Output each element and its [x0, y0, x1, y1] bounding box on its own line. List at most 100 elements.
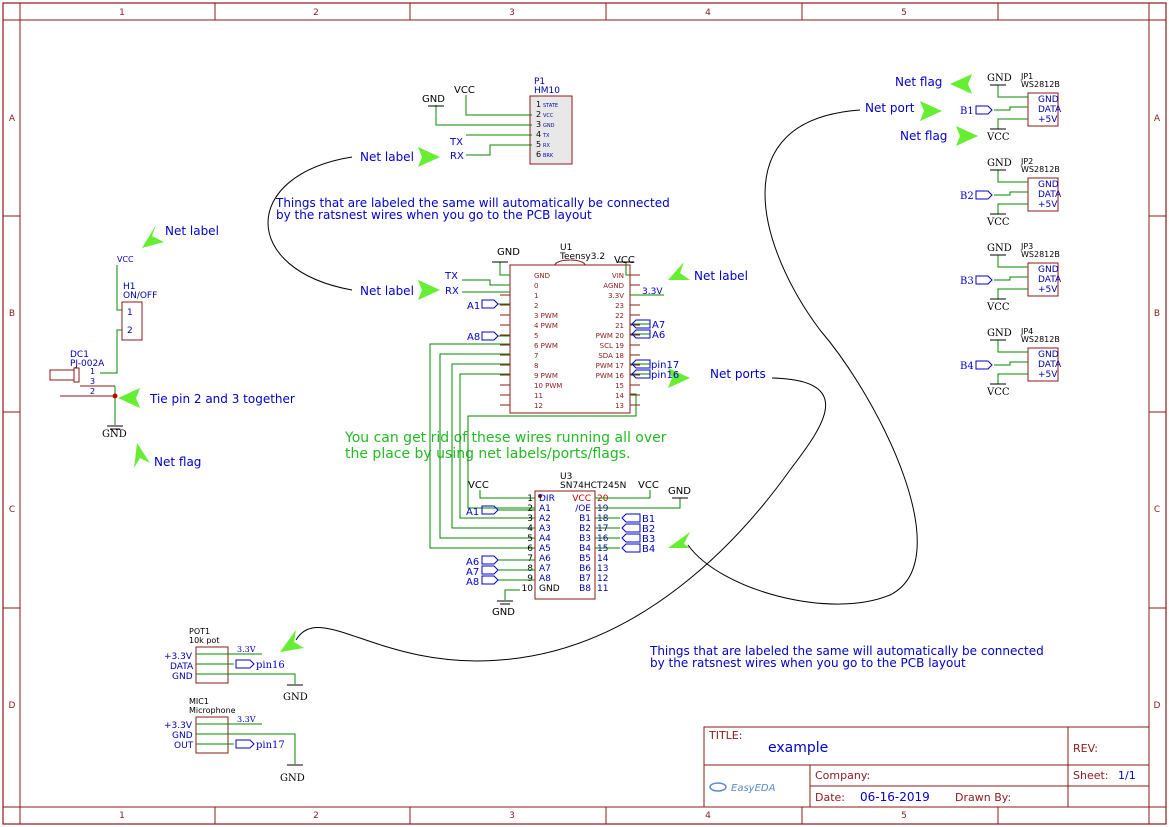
ws2812b-pin-label: +5V: [1038, 285, 1058, 295]
svg-text:OUT: OUT: [174, 741, 194, 751]
col-label: 5: [901, 8, 907, 18]
u1-pin-label: AGND: [603, 282, 624, 290]
component-name: WS2812B: [1021, 250, 1060, 259]
b4-net-port: B4: [960, 361, 974, 372]
ws2812b-pin-label: +5V: [1038, 370, 1058, 380]
net-label-note: Net label: [694, 269, 748, 283]
gnd-flag: GND: [987, 158, 1012, 169]
col-label: 3: [509, 8, 515, 18]
u1-pin-label: 1: [534, 292, 538, 300]
power-switch-h1: VCC H1 ON/OFF 1 2: [100, 255, 157, 374]
a6-net-port: A6: [466, 557, 479, 568]
row-label: A: [9, 114, 16, 124]
u1-pin-label: 8: [534, 362, 538, 370]
vcc-flag: VCC: [454, 85, 475, 96]
row-label: D: [9, 701, 16, 711]
u1-pin-label: VIN: [612, 272, 624, 280]
ws2812b-pin-label: GND: [1038, 180, 1059, 190]
svg-text:STATE: STATE: [543, 103, 558, 109]
row-label: A: [1154, 114, 1161, 124]
row-label: C: [1154, 505, 1160, 515]
a8-net-port: A8: [467, 332, 480, 343]
u3-pin-name: A2: [539, 514, 551, 524]
hm10-module: P1 HM10 1 2 3 4 5 6 STATE VCC GND TX RX …: [529, 77, 573, 165]
col-label: 1: [119, 811, 125, 821]
svg-text:RX: RX: [543, 143, 550, 149]
col-label: 5: [901, 811, 907, 821]
col-label: 2: [313, 811, 319, 821]
a6-net-port: A6: [652, 330, 665, 341]
drawn-by-label: Drawn By:: [955, 791, 1011, 804]
svg-text:BRK: BRK: [543, 153, 554, 159]
u3-pin-name: B4: [579, 544, 591, 554]
v33-net-label: 3.3V: [642, 287, 663, 297]
component-name: HM10: [534, 86, 560, 96]
title-label: TITLE:: [708, 729, 742, 742]
col-label: 4: [705, 8, 711, 18]
component-name: Microphone: [189, 706, 236, 715]
arrow-icon: [418, 147, 440, 167]
u3-pin-number: 11: [597, 584, 608, 594]
u3-pin-number: 5: [527, 534, 533, 544]
wires-note: the place by using net labels/ports/flag…: [345, 446, 630, 462]
svg-text:1: 1: [127, 308, 133, 318]
net-flag-note: Net flag: [900, 129, 947, 143]
u1-pin-label: 21: [615, 322, 624, 330]
component-name: Teensy3.2: [559, 252, 605, 262]
u3-pin-number: 19: [597, 504, 609, 514]
component-ref: JP4: [1020, 327, 1033, 336]
u1-pin-label: 6 PWM: [534, 342, 558, 350]
component-ref: JP2: [1020, 157, 1033, 166]
led-connectors: JP1WS2812BGNDDATA+5VGNDVCCB1JP2WS2812BGN…: [960, 72, 1062, 398]
u3-pin-name: B8: [579, 584, 591, 594]
u3-pin-name: B7: [579, 574, 591, 584]
ratsnest-note: by the ratsnest wires when you go to the…: [650, 656, 966, 670]
u3-pin-number: 12: [597, 574, 608, 584]
pin17-net-port: pin17: [651, 360, 679, 371]
ws2812b-pin-label: GND: [1038, 350, 1059, 360]
u3-pin-number: 3: [527, 514, 533, 524]
svg-text:3.3V: 3.3V: [237, 715, 256, 724]
u3-pin-name: A4: [539, 534, 551, 544]
wires-note: You can get rid of these wires running a…: [344, 430, 667, 446]
arrow-icon: [668, 368, 690, 388]
u1-pin-label: 11: [534, 392, 543, 400]
a7-net-port: A7: [466, 567, 479, 578]
annotation-curves: [267, 109, 918, 662]
gnd-flag: GND: [668, 486, 691, 497]
b3-net-port: B3: [960, 276, 974, 287]
u3-pin-name: B3: [579, 534, 591, 544]
u1-pin-label: 5: [534, 332, 538, 340]
arrow-icon: [668, 262, 690, 280]
svg-text:pin16: pin16: [256, 660, 285, 671]
u3-pin-number: 13: [597, 564, 608, 574]
easyeda-logo: EasyEDA: [709, 782, 776, 794]
col-label: 4: [705, 811, 711, 821]
net-ports-note: Net ports: [710, 367, 766, 381]
vcc-net-label: VCC: [117, 255, 134, 264]
u3-pin-name: /OE: [575, 504, 591, 514]
teensy-wires: [429, 262, 664, 549]
svg-text:VCC: VCC: [543, 113, 554, 119]
ws2812b-pin-label: +5V: [1038, 115, 1058, 125]
net-label-note: Net label: [165, 224, 219, 238]
gnd-flag: GND: [492, 607, 515, 618]
u3-pin-name: A7: [539, 564, 551, 574]
svg-text:DATA: DATA: [170, 662, 194, 672]
pin16-net-port: pin16: [651, 370, 679, 381]
b4-net-port: B4: [642, 544, 655, 555]
component-ref: POT1: [189, 627, 210, 636]
gnd-flag: GND: [987, 73, 1012, 84]
u3-pin-number: 10: [522, 584, 534, 594]
ws2812b-pin-label: DATA: [1038, 275, 1062, 285]
gnd-flag: GND: [283, 692, 308, 703]
row-label: B: [9, 309, 15, 319]
component-name: WS2812B: [1021, 335, 1060, 344]
gnd-flag: GND: [497, 247, 520, 258]
vcc-flag: VCC: [986, 387, 1010, 398]
u3-pin-name: A6: [539, 554, 551, 564]
